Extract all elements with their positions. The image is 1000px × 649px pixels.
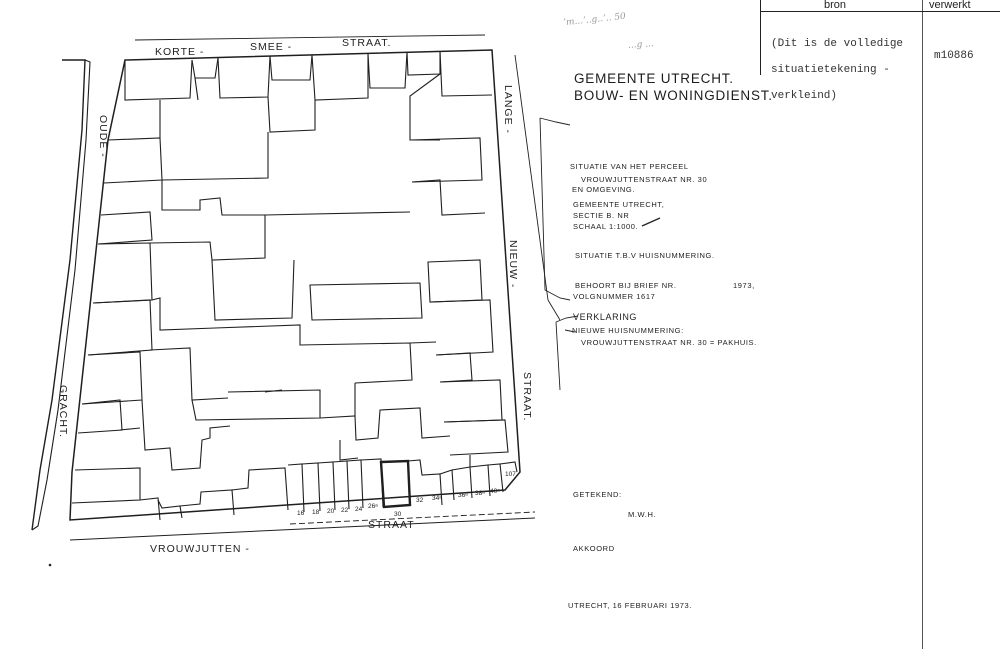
stray-mark [48, 563, 52, 567]
detail-sectie: SECTIE B. NR [573, 211, 630, 220]
street-label-oude: OUDE - [97, 115, 109, 158]
detail-situatie: SITUATIE VAN HET PERCEEL [570, 162, 689, 171]
house-number: 16 [297, 510, 305, 517]
street-labels: KORTE - SMEE - STRAAT. LANGE - NIEUW - S… [57, 37, 533, 555]
parcel-nr-30 [379, 459, 412, 509]
house-number: 26ᵃ [368, 503, 378, 510]
house-number: 32 [416, 497, 424, 504]
street-label-gracht: GRACHT. [57, 385, 69, 438]
archive-record-id: m10886 [934, 50, 974, 62]
street-edge-vrouwjutten [69, 517, 536, 541]
house-number: 40ᵃ [490, 488, 500, 495]
office-title: GEMEENTE UTRECHT. BOUW- EN WONINGDIENST. [574, 70, 773, 104]
house-number: 34ᵃ [432, 495, 442, 502]
street-label-lange: LANGE - [502, 85, 514, 134]
detail-initials: M.W.H. [628, 510, 657, 519]
street-edge-lange-nieuw [514, 54, 549, 301]
detail-year: 1973, [733, 281, 755, 290]
office-line-2: BOUW- EN WONINGDIENST. [574, 88, 773, 103]
archive-col-processed: verwerkt [929, 0, 971, 11]
archive-col-source: bron [824, 0, 847, 11]
archive-note-line: (Dit is de volledige [771, 38, 904, 50]
detail-address: VROUWJUTTENSTRAAT NR. 30 [581, 175, 708, 184]
street-label-straat-top: STRAAT. [342, 37, 391, 49]
house-numbers: 16 18 20 22 24 26ᵃ 30 32 34ᵃ 36ᵃ 38ᵃ 40ᵃ… [297, 471, 516, 518]
detail-verklaring: VERKLARING [573, 312, 638, 322]
detail-gemeente: GEMEENTE UTRECHT, [573, 200, 665, 209]
street-label-straat-bottom: STRAAT [368, 519, 415, 531]
house-number: 36ᵃ [458, 492, 468, 499]
block-outline [69, 49, 521, 521]
site-map: KORTE - SMEE - STRAAT. LANGE - NIEUW - S… [31, 34, 560, 567]
house-number: 20 [327, 508, 335, 515]
house-number: 38ᵃ [475, 490, 485, 497]
house-number: 30 [394, 511, 402, 518]
detail-akkoord: AKKOORD [573, 544, 615, 553]
archive-note-line: verkleind) [771, 90, 838, 102]
archive-table-left-border [760, 0, 761, 75]
street-label-straat-right: STRAAT. [521, 372, 533, 421]
detail-pakhuis: VROUWJUTTENSTRAAT NR. 30 = PAKHUIS. [581, 338, 757, 347]
detail-brief: BEHOORT BIJ BRIEF NR. [575, 281, 677, 290]
detail-purpose: SITUATIE T.B.V HUISNUMMERING. [575, 251, 715, 260]
detail-schaal: SCHAAL 1:1000. [573, 222, 639, 231]
street-edge-vrouwjutten-dashed [289, 511, 536, 525]
house-number: 22 [341, 507, 349, 514]
street-edge-korte-smee [134, 34, 486, 41]
archive-note: (Dit is de volledige situatietekening - … [771, 25, 903, 116]
street-label-korte: KORTE - [155, 46, 204, 58]
street-edge-lange-nieuw-2 [547, 299, 560, 321]
archive-note-line: situatietekening - [771, 64, 890, 76]
detail-nieuwe: NIEUWE HUISNUMMERING: [572, 326, 684, 335]
house-number: 18 [312, 509, 320, 516]
street-label-nieuw: NIEUW - [507, 240, 519, 288]
detail-getekend: GETEKEND: [573, 490, 622, 499]
detail-date: UTRECHT, 16 FEBRUARI 1973. [568, 601, 692, 610]
archive-table-header-rule [760, 11, 1000, 12]
house-number: 24 [355, 506, 363, 513]
detail-volgnummer: VOLGNUMMER 1617 [573, 292, 656, 301]
archive-table-divider [922, 0, 923, 649]
street-label-vrouwjutten: VROUWJUTTEN - [150, 543, 250, 555]
street-label-smee: SMEE - [250, 41, 292, 53]
office-line-1: GEMEENTE UTRECHT. [574, 71, 734, 86]
house-number: 107 [505, 471, 516, 478]
detail-omgeving: EN OMGEVING. [572, 185, 636, 194]
canal-bank-inner [31, 59, 91, 531]
